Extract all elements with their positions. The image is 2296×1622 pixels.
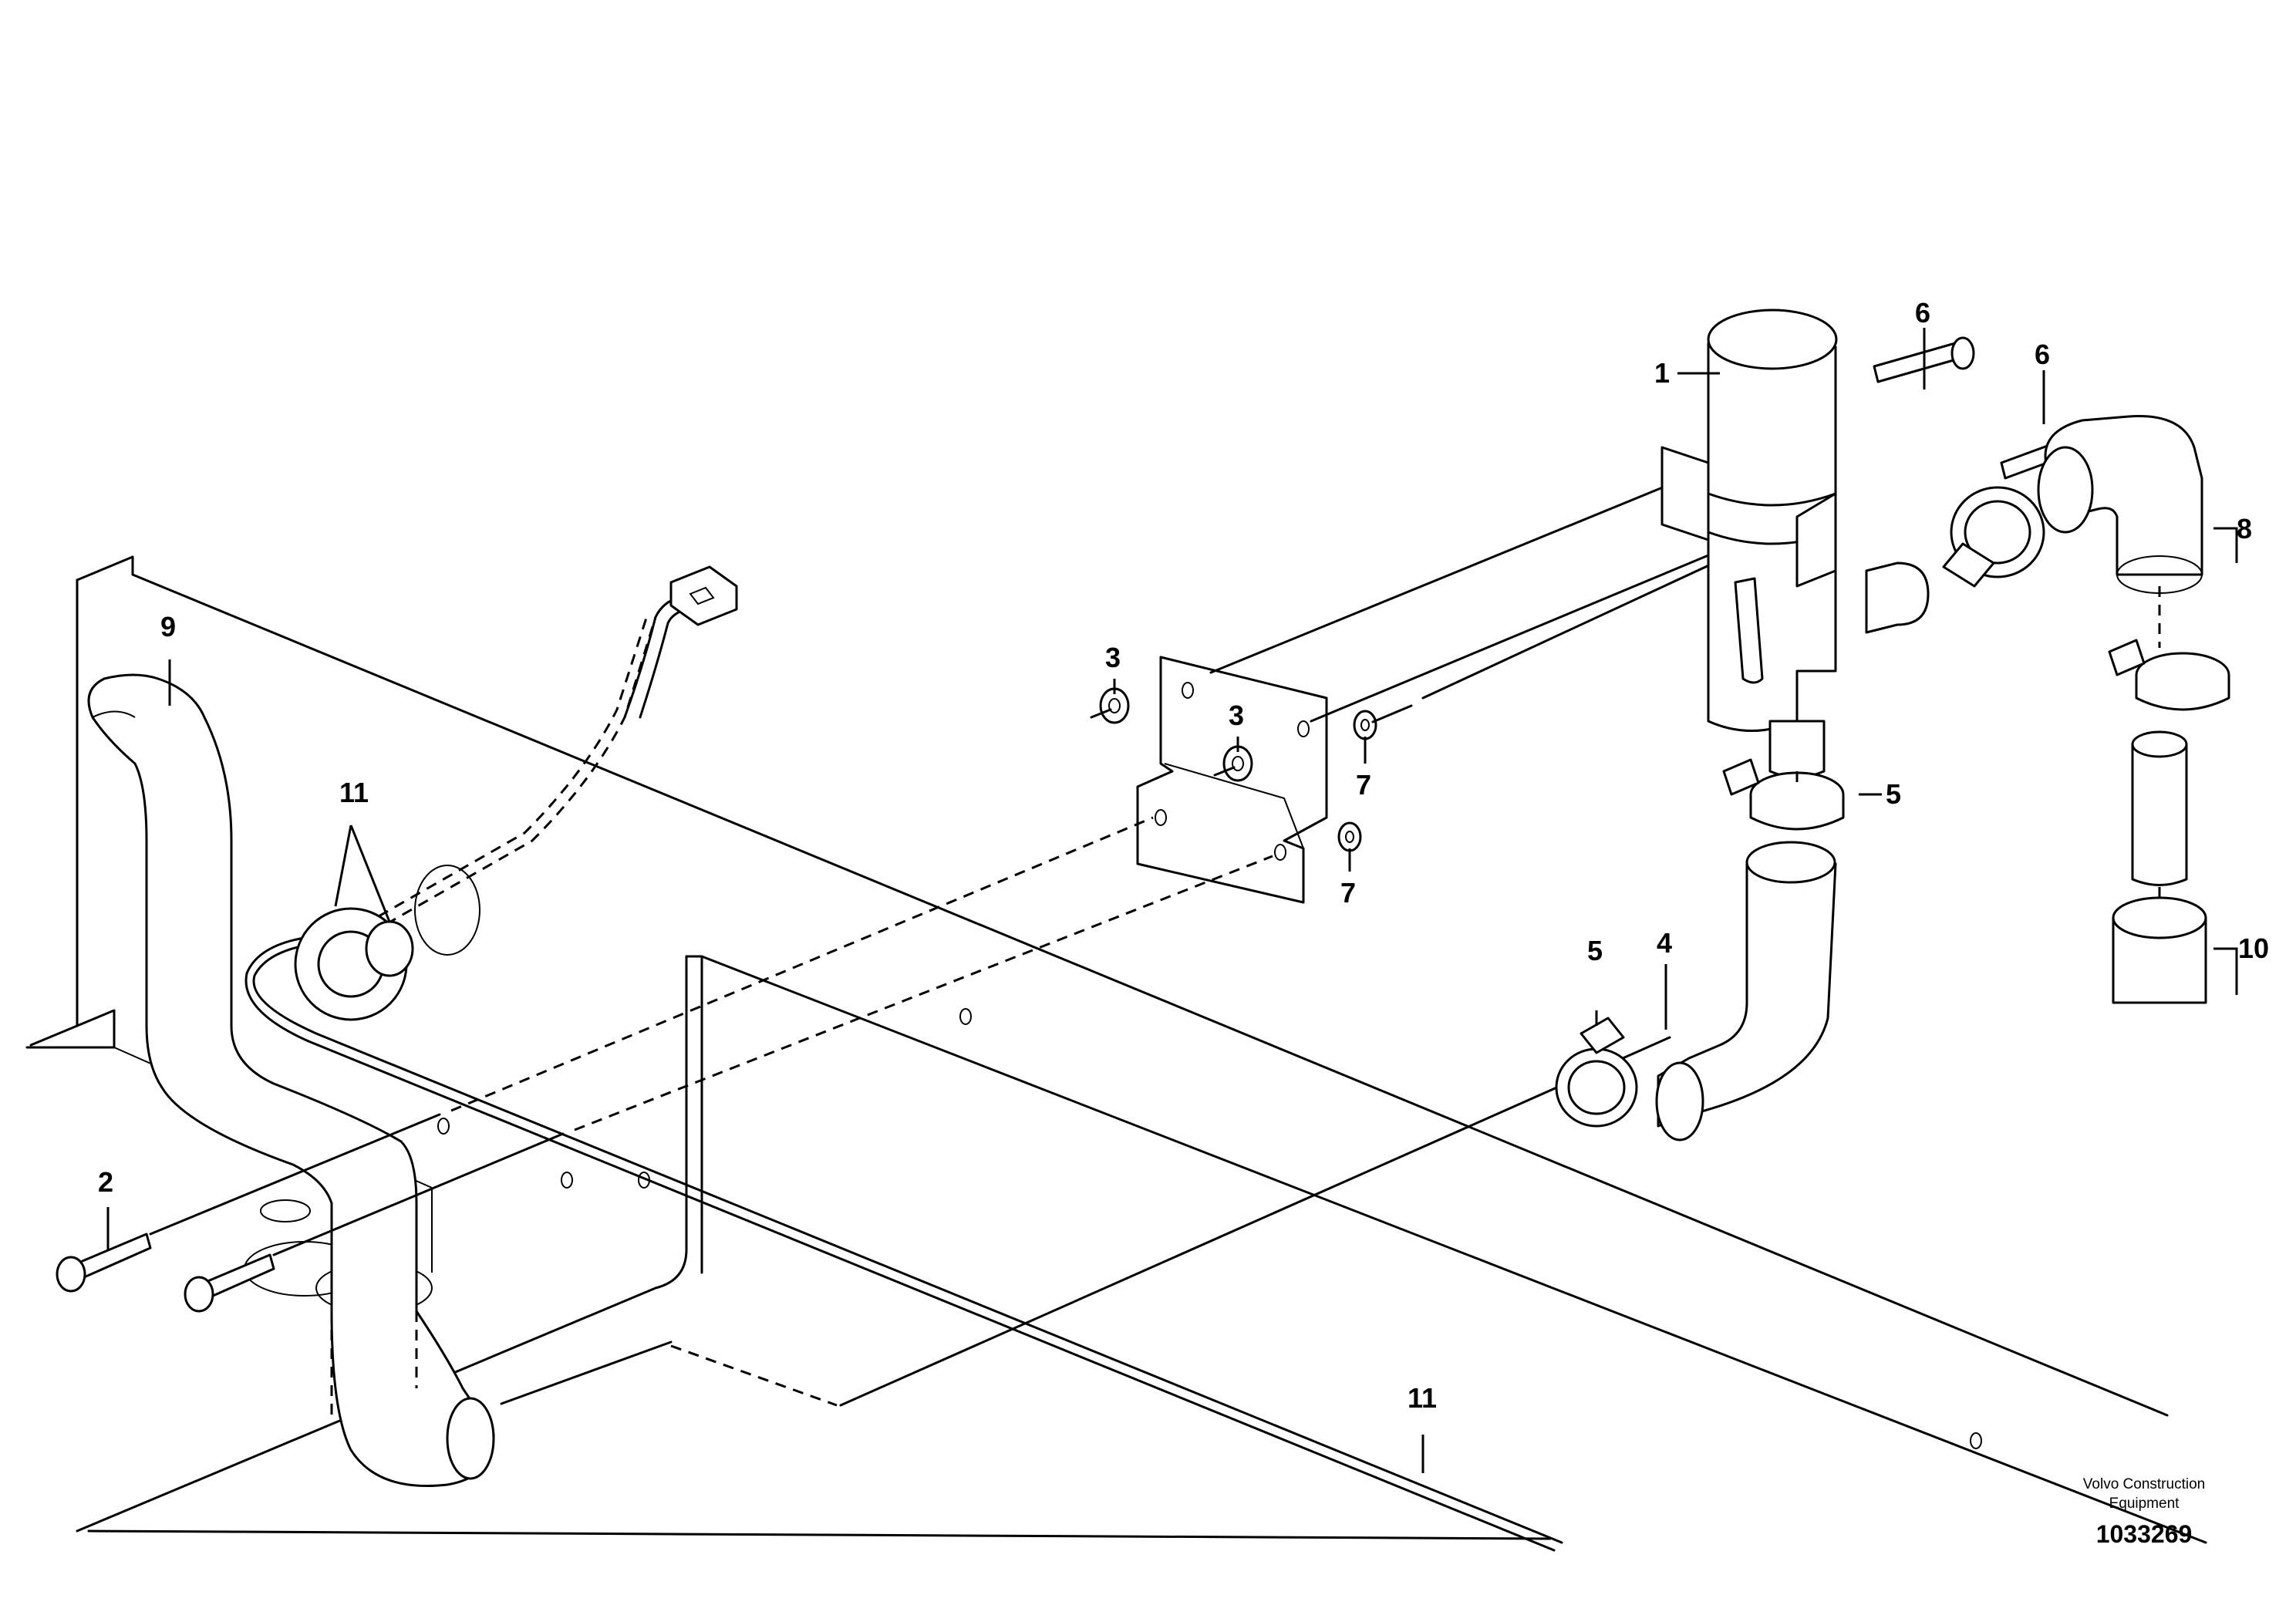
screw-6a xyxy=(1873,336,1975,383)
clamp-5c xyxy=(1555,1017,1638,1128)
clamp-5d xyxy=(2108,639,2230,711)
hose-10 xyxy=(1795,586,2207,1004)
drawing-info: Volvo Construction Equipment 1033269 xyxy=(2083,1476,2205,1548)
company-name-line2: Equipment xyxy=(2109,1496,2180,1512)
callout-11a: 11 xyxy=(339,777,369,808)
hose-8 xyxy=(2037,415,2203,594)
callout-1: 1 xyxy=(1654,357,1670,389)
bolt-2b xyxy=(184,1253,275,1313)
cable-11 xyxy=(244,596,1563,1552)
callout-6b: 6 xyxy=(2035,339,2050,370)
pipe xyxy=(2131,730,2188,886)
washer-7b xyxy=(1337,821,1362,852)
hose-9 xyxy=(87,673,495,1488)
callout-11b: 11 xyxy=(1408,1382,1437,1414)
callout-leaders xyxy=(106,328,2238,1473)
hose-4 xyxy=(1655,841,1837,1141)
callout-9: 9 xyxy=(160,611,176,642)
bolt-2a xyxy=(56,1233,152,1293)
callout-3a: 3 xyxy=(1105,642,1121,673)
grommet-11 xyxy=(294,865,480,1021)
callout-6a: 6 xyxy=(1915,297,1930,329)
company-name-line1: Volvo Construction xyxy=(2083,1476,2205,1492)
callout-7a: 7 xyxy=(1356,769,1371,801)
callout-8: 8 xyxy=(2237,513,2252,545)
assembly-lines xyxy=(149,477,1799,1407)
callout-10: 10 xyxy=(2238,932,2269,964)
callout-4: 4 xyxy=(1657,927,1672,959)
heater-valve-1 xyxy=(1660,309,1930,778)
callout-7b: 7 xyxy=(1340,877,1356,909)
callout-3b: 3 xyxy=(1229,700,1244,731)
callout-labels: 1 2 3 3 4 5 5 6 6 7 7 8 9 10 11 11 xyxy=(98,297,2269,1414)
connector xyxy=(669,565,738,626)
clamp-5a xyxy=(1942,486,2045,588)
callout-5b: 5 xyxy=(1587,935,1603,966)
washer-7a xyxy=(1353,704,1413,740)
callout-5a: 5 xyxy=(1886,778,1901,810)
drawing-number: 1033269 xyxy=(2096,1520,2193,1548)
nut-3a xyxy=(1090,687,1130,724)
callout-2: 2 xyxy=(98,1166,113,1198)
